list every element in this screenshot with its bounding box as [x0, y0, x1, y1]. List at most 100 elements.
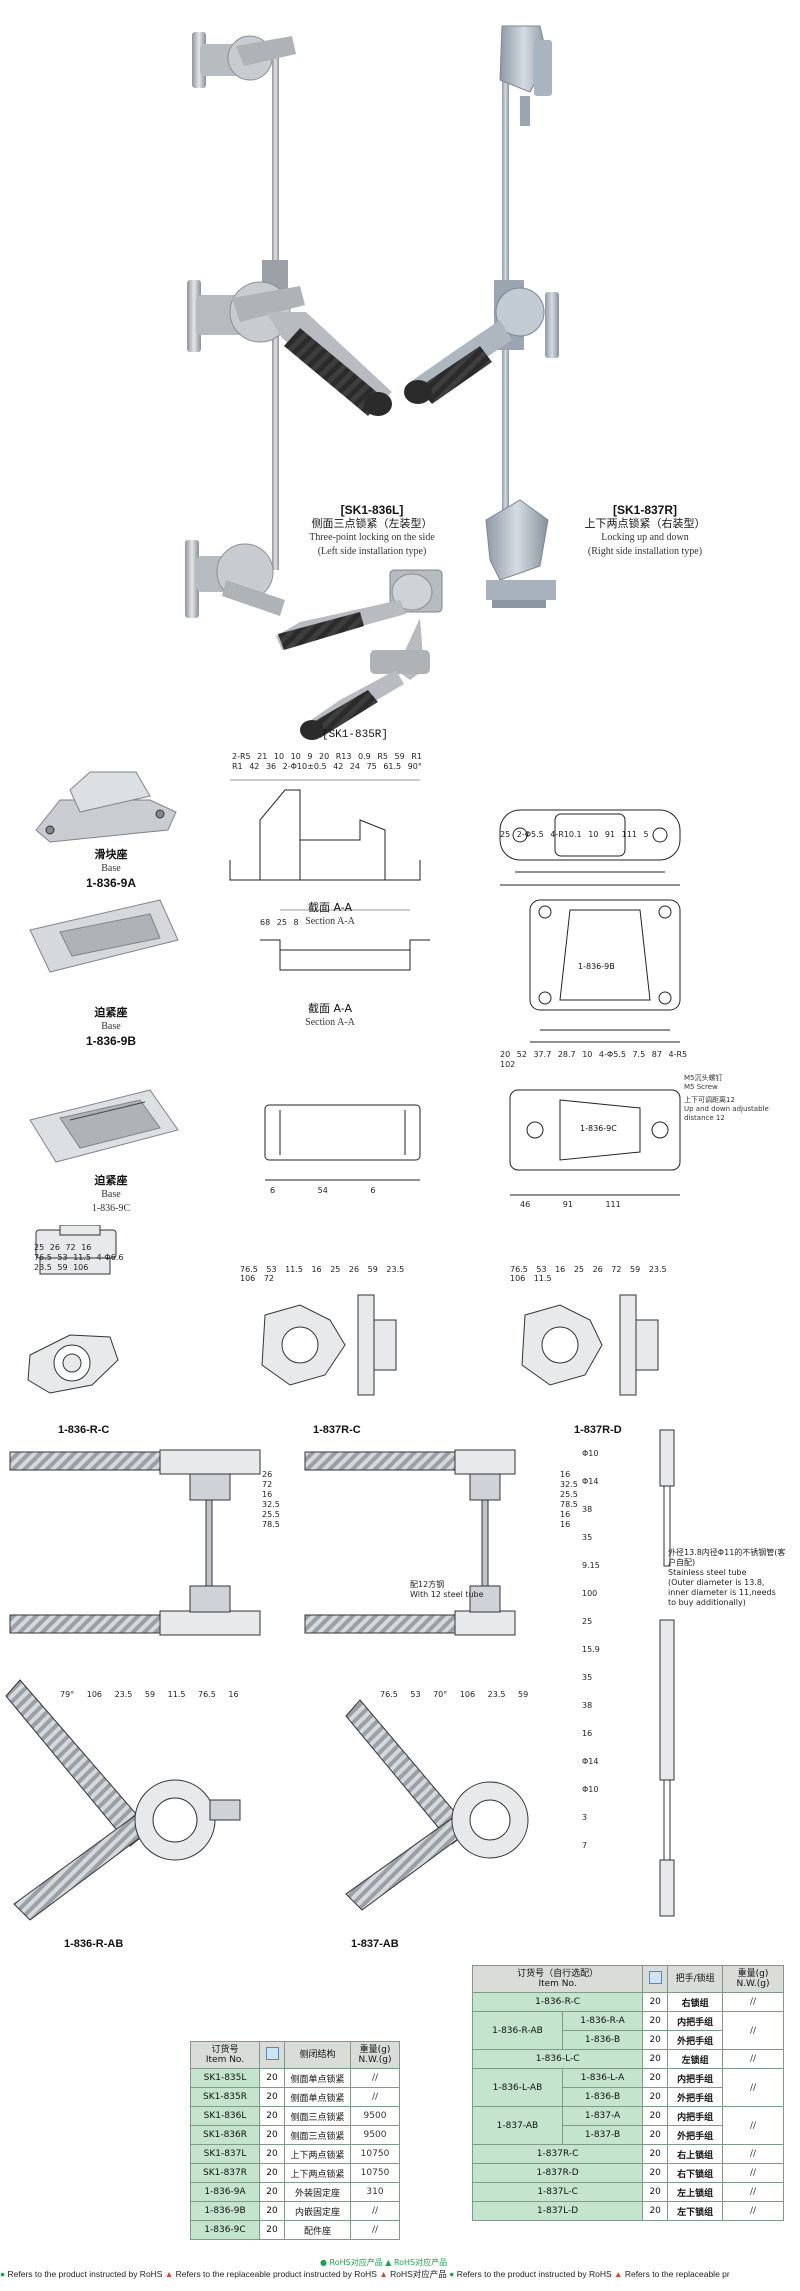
th-item-right: 订货号（自行选配）Item No.	[471, 1965, 644, 1993]
base-9c-code: 1-836-9C	[91, 1203, 131, 1214]
steel-tube-en2: (Outer diameter is 13.8,	[668, 1578, 765, 1587]
sk1-837r-render	[404, 25, 559, 608]
dims-9c-top: 46 91 111	[520, 1200, 621, 1209]
footer-text-1: Refers to the product instructed by RoHS	[7, 2269, 163, 2279]
rohs-dot-icon: ●	[449, 2269, 455, 2279]
sk1-837r-caption: [SK1-837R] 上下两点锁紧（右装型） Locking up and do…	[560, 503, 730, 559]
steel-tube-en1: Stainless steel tube	[668, 1568, 747, 1577]
sk1-837r-title-en: Locking up and down	[601, 532, 689, 543]
section-9b-en: Section A-A	[305, 1017, 355, 1028]
footer-text-3: RoHS对应产品	[390, 2269, 447, 2279]
label-1-837r-c: 1-837R-C	[313, 1424, 361, 1436]
package-icon	[265, 2047, 279, 2060]
base-9a-code: 1-836-9A	[85, 876, 137, 890]
dims-9b-section: 68 25 8	[260, 918, 299, 927]
base-9c-front	[264, 1104, 421, 1181]
tube-note: 配12方钢 With 12 steel tube	[410, 1580, 484, 1600]
sk1-835r-caption: [SK1-835R]	[321, 729, 388, 741]
base-9a-section	[229, 779, 421, 881]
sk1-836l-code: [SK1-836L]	[340, 503, 404, 517]
rohs-triangle-icon: ▲	[379, 2269, 388, 2279]
dims-9c-front: 6 54 6	[270, 1186, 376, 1195]
base-9b-stamp: 1-836-9B	[578, 962, 615, 971]
base-9b-en: Base	[101, 1021, 121, 1032]
sk1-836l-title-cn: 侧面三点锁紧（左装型）	[311, 517, 433, 530]
base-9c-top	[509, 1089, 681, 1196]
dims-ab-836: 79° 106 23.5 59 11.5 76.5 16	[60, 1690, 239, 1699]
adjust-note-en2: distance 12	[684, 1114, 725, 1122]
product-render-area	[185, 25, 559, 740]
rohs-legend-mid: ● RoHS对应产品 ▲ RoHS对应产品	[320, 2258, 448, 2267]
sk1-837r-subtitle-en: (Right side installation type)	[587, 546, 703, 557]
label-1-836-r-ab: 1-836-R-AB	[64, 1938, 124, 1950]
footer-text-2: Refers to the replaceable product instru…	[175, 2269, 377, 2279]
base-9b-top	[529, 899, 681, 1043]
rohs-triangle-icon: ▲	[614, 2269, 623, 2279]
dims-9a-top: 25 2-Φ5.5 4-R10.1 10 91 111 5	[500, 830, 649, 839]
screw-note: M5沉头螺钉 M5 Screw 上下可调距离12 Up and down adj…	[684, 1074, 769, 1123]
spec-table-right: 订货号（自行选配）Item No. 把手/锁组 重量(g)N.W.(g) 1-8…	[471, 1965, 784, 2221]
th-weight: 重量(g)N.W.(g)	[350, 2041, 400, 2069]
dims-ab-837: 76.5 53 70° 106 23.5 59	[380, 1690, 529, 1699]
base-9b-label: 迫紧座 Base 1-836-9B	[66, 1006, 156, 1048]
section-9b-caption: 截面 A-A Section A-A	[280, 1002, 380, 1030]
tube-note-cn: 配12方钢	[410, 1580, 445, 1589]
rod-drawing	[659, 1429, 675, 1917]
section-9a-cn: 截面 A-A	[307, 901, 353, 914]
package-icon	[648, 1971, 662, 1984]
sk1-837r-code: [SK1-837R]	[612, 503, 678, 517]
adjust-note-cn: 上下可调距离12	[684, 1096, 735, 1104]
label-1-836-r-c: 1-836-R-C	[58, 1424, 110, 1436]
sk1-835r-render	[276, 569, 443, 740]
base-9b-section	[260, 909, 430, 971]
section-9b-cn: 截面 A-A	[307, 1002, 353, 1015]
base-9a-cn: 滑块座	[94, 848, 128, 861]
th-desc-right: 把手/锁组	[667, 1965, 723, 1993]
dims-9a-section: 2-R5 21 10 10 9 20 R13 0.9 R5 59 R1 R1 4…	[232, 752, 422, 771]
steel-tube-cn: 外径13.8内径Φ11的不锈钢管(客户自配)	[668, 1548, 786, 1567]
th-qty-icon	[259, 2041, 285, 2069]
base-9b-photo	[29, 899, 179, 973]
ab-handle-drawings	[5, 1679, 529, 1921]
sk1-836l-subtitle-en: (Left side installation type)	[317, 546, 427, 557]
adjust-note-en1: Up and down adjustable	[684, 1105, 769, 1113]
label-1-837r-d: 1-837R-D	[574, 1424, 622, 1436]
th-weight-right: 重量(g)N.W.(g)	[722, 1965, 784, 1993]
sk1-836l-render	[185, 32, 392, 618]
base-9c-stamp: 1-836-9C	[580, 1124, 617, 1133]
label-1-837-ab: 1-837-AB	[351, 1938, 399, 1950]
th-desc: 侧闭结构	[284, 2041, 351, 2069]
base-9a-label: 滑块座 Base 1-836-9A	[66, 848, 156, 890]
footer-text-5: Refers to the replaceable pr	[624, 2269, 730, 2279]
base-9b-code: 1-836-9B	[85, 1034, 137, 1048]
steel-tube-note: 外径13.8内径Φ11的不锈钢管(客户自配) Stainless steel t…	[668, 1548, 793, 1608]
base-9c-photo	[29, 1089, 179, 1163]
section-9a-caption: 截面 A-A Section A-A	[280, 901, 380, 929]
dims-837r-c: 76.5 53 11.5 16 25 26 59 23.5 106 72	[240, 1265, 405, 1283]
section-9a-en: Section A-A	[305, 916, 355, 927]
lock-drawings	[27, 1225, 659, 1396]
screw-note-cn: M5沉头螺钉	[684, 1074, 723, 1082]
handle-side-drawings	[9, 1449, 516, 1636]
rohs-dot-icon: ●	[0, 2269, 6, 2279]
footer-text-4: Refers to the product instructed by RoHS	[456, 2269, 612, 2279]
sk1-836l-caption: [SK1-836L] 侧面三点锁紧（左装型） Three-point locki…	[282, 503, 462, 559]
dims-837r-d: 76.5 53 16 25 26 72 59 23.5 106 11.5	[510, 1265, 667, 1283]
